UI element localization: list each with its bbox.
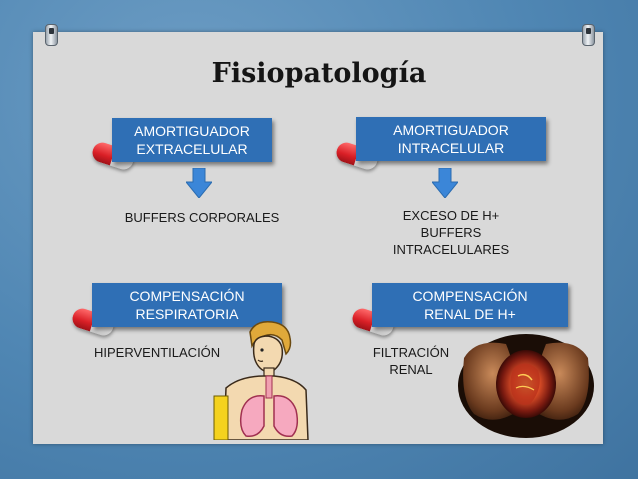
label-buffers-corporales: BUFFERS CORPORALES [124,210,280,225]
label-filtracion-renal: FILTRACIÓN RENAL [366,344,456,378]
box-line: COMPENSACIÓN [412,288,528,304]
box-line: RESPIRATORIA [135,306,239,322]
lungs-person-icon [213,320,309,440]
pushpin-icon [45,24,58,46]
box-amortiguador-extracelular: AMORTIGUADOR EXTRACELULAR [112,118,272,162]
label-line: EXCESO DE H+ [402,208,500,223]
box-line: AMORTIGUADOR [393,122,509,138]
box-compensacion-renal: COMPENSACIÓN RENAL DE H+ [372,283,568,327]
slide-title: Fisiopatología [211,58,427,89]
box-line: RENAL DE H+ [424,306,516,322]
label-line: FILTRACIÓN [372,345,450,360]
label-line: BUFFERS [420,225,482,240]
box-line: EXTRACELULAR [136,141,248,157]
label-line: RENAL [389,362,433,377]
box-line: COMPENSACIÓN [129,288,245,304]
box-line: INTRACELULAR [397,140,505,156]
box-amortiguador-intracelular: AMORTIGUADOR INTRACELULAR [356,117,546,161]
pushpin-icon [582,24,595,46]
label-hiperventilacion: HIPERVENTILACIÓN [94,345,221,360]
hands-holding-kidney-icon [458,334,594,438]
box-line: AMORTIGUADOR [134,123,250,139]
box-compensacion-respiratoria: COMPENSACIÓN RESPIRATORIA [92,283,282,327]
down-arrow-icon [186,168,212,198]
down-arrow-icon [432,168,458,198]
label-exceso-h: EXCESO DE H+ BUFFERS INTRACELULARES [372,207,530,258]
label-line: INTRACELULARES [392,242,510,257]
